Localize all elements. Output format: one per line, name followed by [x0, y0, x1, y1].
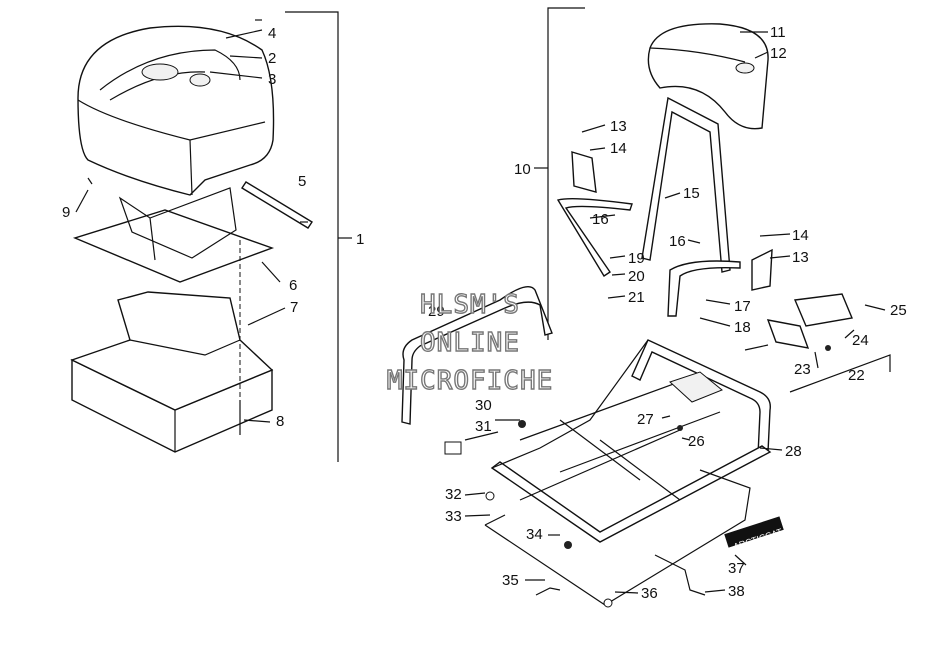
- callout-28: 28: [785, 443, 802, 460]
- callout-29: 29: [428, 303, 445, 320]
- callout-25: 25: [890, 302, 907, 319]
- watermark-line-2: ONLINE: [420, 328, 520, 358]
- backrest-frame: [641, 96, 731, 273]
- callout-9: 9: [62, 204, 70, 221]
- callout-33: 33: [445, 508, 462, 525]
- cargo-box-liner: [72, 209, 275, 283]
- callout-11: 11: [770, 24, 786, 41]
- callout-1: 1: [356, 231, 364, 248]
- callout-21: 21: [628, 289, 645, 306]
- callout-27: 27: [637, 411, 654, 428]
- callout-2: 2: [268, 50, 276, 67]
- callout-23: 23: [794, 361, 811, 378]
- callout-32: 32: [445, 486, 462, 503]
- watermark-line-3: MICROFICHE: [387, 366, 554, 396]
- callout-4: 4: [268, 25, 276, 42]
- callout-19: 19: [628, 250, 645, 267]
- callout-5: 5: [298, 173, 306, 190]
- callout-16-left: 16: [592, 211, 609, 228]
- callout-17: 17: [734, 298, 751, 315]
- callout-3: 3: [268, 71, 276, 88]
- callout-18: 18: [734, 319, 751, 336]
- callout-14-left: 14: [610, 140, 627, 157]
- callout-24: 24: [852, 332, 869, 349]
- callout-13-right: 13: [792, 249, 809, 266]
- callout-10: 10: [514, 161, 531, 178]
- callout-16-right: 16: [669, 233, 686, 250]
- callout-14-right: 14: [792, 227, 809, 244]
- callout-30: 30: [475, 397, 492, 414]
- callout-15: 15: [683, 185, 700, 202]
- callout-22: 22: [848, 367, 865, 384]
- callout-38: 38: [728, 583, 745, 600]
- callout-12: 12: [770, 45, 787, 62]
- cargo-box-assembly: [70, 11, 352, 462]
- grab-handle: [401, 286, 553, 425]
- decal-plate: [724, 516, 784, 548]
- callout-numbers: 1 2 3 4 5 6 7 8 9 10 11 12 13 14 15 16 1…: [62, 24, 907, 602]
- strap: [241, 181, 313, 229]
- callout-20: 20: [628, 268, 645, 285]
- callout-31: 31: [475, 418, 492, 435]
- callout-6: 6: [289, 277, 297, 294]
- watermark: HLSM'S ONLINE MICROFICHE: [386, 289, 554, 396]
- callout-13-left: 13: [610, 118, 627, 135]
- callout-37: 37: [728, 560, 745, 577]
- rack-floor-panel: [484, 469, 751, 606]
- watermark-line-1: HLSM'S: [420, 290, 520, 320]
- callout-8: 8: [276, 413, 284, 430]
- callout-35: 35: [502, 572, 519, 589]
- callout-34: 34: [526, 526, 543, 543]
- callout-26: 26: [688, 433, 705, 450]
- rack-frame: [631, 339, 771, 456]
- fasteners: [444, 345, 831, 608]
- callout-36: 36: [641, 585, 658, 602]
- callout-7: 7: [290, 299, 298, 316]
- cargo-box-lid: [77, 25, 275, 196]
- backrest-rack-assembly: ARCTICCAT: [401, 7, 891, 606]
